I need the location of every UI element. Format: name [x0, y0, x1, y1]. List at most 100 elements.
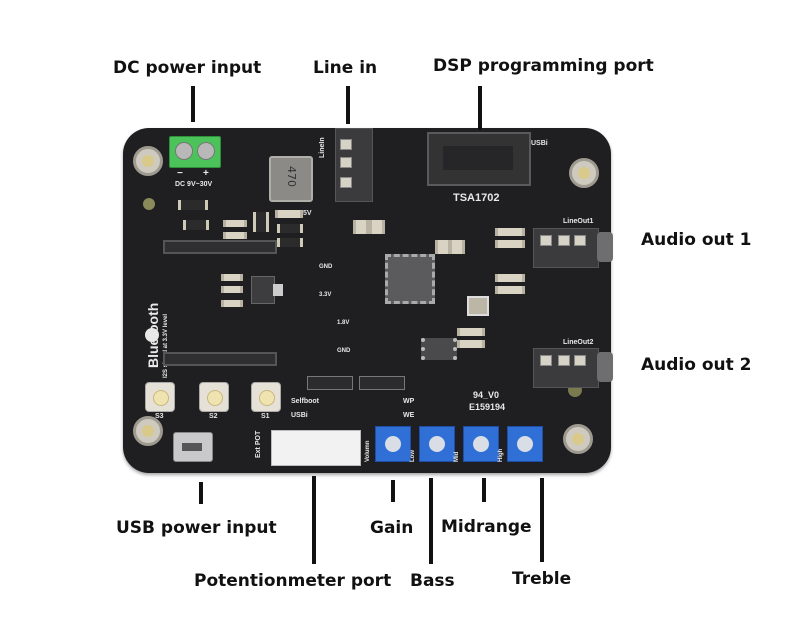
jack-pad — [340, 157, 352, 168]
smd-component — [457, 328, 485, 336]
line-in-jack — [335, 128, 373, 202]
dsp-chip — [385, 254, 435, 304]
label-usb-power-input: USB power input — [116, 518, 277, 538]
silk-high: High — [498, 448, 504, 462]
button-s1[interactable] — [251, 382, 281, 412]
label-midrange: Midrange — [441, 517, 532, 537]
silk-gnd: GND — [319, 264, 333, 270]
silk-ul-rating: 94_V0 — [473, 390, 500, 400]
leader-line-line-in — [346, 86, 350, 124]
jumper-wp-we[interactable] — [359, 376, 405, 390]
jack-pad — [540, 355, 552, 366]
smd-component — [277, 238, 303, 247]
pin-header-top — [163, 240, 277, 254]
inductor-label: 470 — [285, 166, 298, 187]
voltage-regulator — [251, 276, 275, 304]
pot-treble[interactable] — [507, 426, 543, 462]
silk-usbi-top: USBi — [531, 140, 548, 147]
smd-component — [495, 286, 525, 294]
op-amp-chip — [421, 338, 457, 360]
audio-out-1-barrel — [597, 232, 613, 262]
mounting-hole-top-right — [569, 158, 599, 188]
button-s2[interactable] — [199, 382, 229, 412]
label-dc-power-input: DC power input — [113, 58, 262, 78]
dc-terminal-block — [169, 136, 221, 168]
smd-component — [183, 220, 209, 230]
silk-s3: S3 — [155, 413, 164, 420]
audio-out-2-jack — [533, 348, 599, 388]
regulator-tab — [273, 284, 283, 296]
silk-we: WE — [403, 412, 415, 419]
silk-s2: S2 — [209, 413, 218, 420]
label-bass: Bass — [410, 571, 455, 591]
silk-low: Low — [410, 450, 416, 462]
smd-component — [495, 274, 525, 282]
button-s3[interactable] — [145, 382, 175, 412]
leader-line-pot-port — [312, 476, 316, 564]
audio-out-2-barrel — [597, 352, 613, 382]
jack-pad — [340, 177, 352, 188]
smd-component — [277, 224, 303, 233]
mounting-hole-top-left — [133, 146, 163, 176]
jack-pad — [574, 355, 586, 366]
dsp-board: − + DC 9V~30V 470 5V LineIn USBi TSA1702 — [123, 128, 613, 473]
silk-lineout2: LineOut2 — [563, 339, 594, 346]
inductor: 470 — [269, 156, 313, 202]
crystal — [467, 296, 489, 316]
jack-pad — [558, 235, 570, 246]
smd-component — [449, 240, 465, 254]
label-gain: Gain — [370, 518, 414, 538]
silk-selfboot: Selfboot — [291, 398, 319, 405]
smd-component — [275, 210, 303, 218]
smd-component — [221, 274, 243, 281]
leader-line-dc — [191, 86, 195, 122]
label-line-in: Line in — [313, 58, 378, 78]
jack-pad — [340, 139, 352, 150]
usb-opening — [182, 443, 202, 451]
silk-5v: 5V — [303, 210, 312, 217]
silk-minus: − — [177, 168, 183, 179]
jumper-selfboot-usbi[interactable] — [307, 376, 353, 390]
pot-bass[interactable] — [419, 426, 455, 462]
smd-component — [495, 240, 525, 248]
silk-3v3: 3.3V — [319, 292, 332, 298]
leader-line-gain — [391, 480, 395, 502]
audio-out-1-jack — [533, 228, 599, 268]
leader-line-dsp — [478, 86, 482, 130]
jack-pad — [558, 355, 570, 366]
label-audio-out-1: Audio out 1 — [641, 230, 752, 250]
silk-usbi: USBi — [291, 412, 308, 419]
label-audio-out-2: Audio out 2 — [641, 355, 752, 375]
smd-component — [369, 220, 385, 234]
silk-plus: + — [203, 168, 209, 179]
silk-tsa1702: TSA1702 — [453, 192, 500, 204]
smd-component — [495, 228, 525, 236]
jack-pad — [574, 235, 586, 246]
silk-volumn: Volumn — [365, 440, 371, 462]
silk-cert-number: E159194 — [469, 402, 506, 412]
silk-gnd-2: GND — [337, 348, 351, 354]
leader-line-out1 — [613, 240, 635, 244]
silk-linein: LineIn — [319, 137, 326, 158]
screw-icon — [197, 142, 215, 160]
header-pins — [443, 146, 513, 170]
bluetooth-icon — [145, 328, 159, 342]
smd-component — [221, 286, 243, 293]
pin-header-bottom — [163, 352, 277, 366]
leader-line-bass — [429, 478, 433, 564]
mounting-hole-bottom-left — [133, 416, 163, 446]
silk-1v8: 1.8V — [337, 320, 350, 326]
pot-mid[interactable] — [463, 426, 499, 462]
silk-s1: S1 — [261, 413, 270, 420]
smd-component — [353, 220, 369, 234]
mounting-hole-bottom-right — [563, 424, 593, 454]
smd-component — [457, 340, 485, 348]
smd-component — [221, 300, 243, 307]
leader-line-usb — [199, 482, 203, 504]
dsp-programming-header — [427, 132, 531, 186]
pot-volume[interactable] — [375, 426, 411, 462]
label-treble: Treble — [512, 569, 572, 589]
micro-usb-port[interactable] — [173, 432, 213, 462]
ext-pot-connector[interactable] — [271, 430, 361, 466]
screw-icon — [175, 142, 193, 160]
